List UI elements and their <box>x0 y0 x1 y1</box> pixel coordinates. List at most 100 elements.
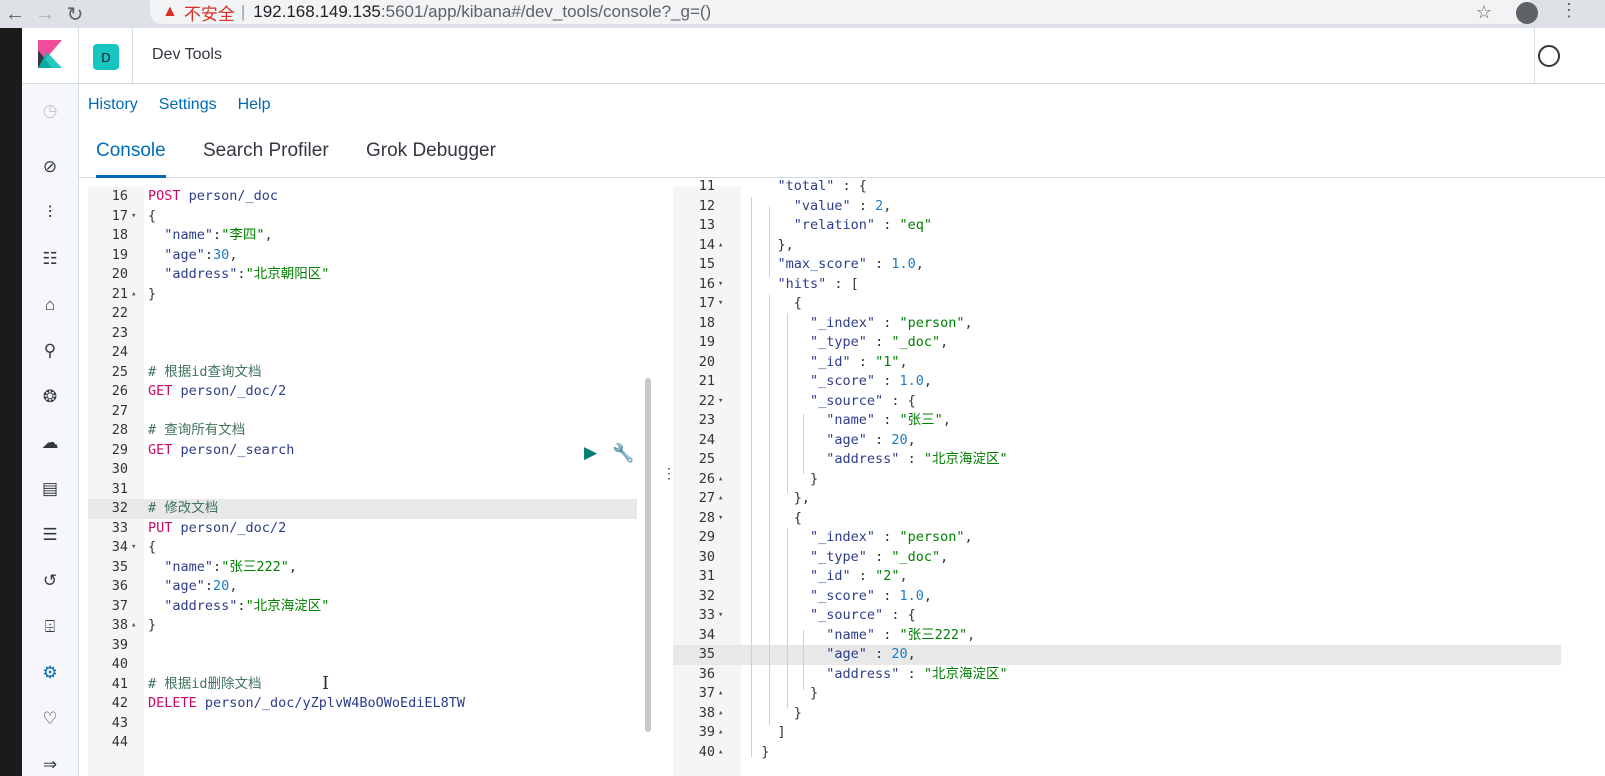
ml-icon[interactable]: ❂ <box>42 387 58 406</box>
code-line[interactable]: 20 "address":"北京朝阳区" <box>88 265 655 285</box>
code-line[interactable]: 21 "_score" : 1.0, <box>673 372 1605 392</box>
code-line[interactable]: 33▾ "_source" : { <box>673 606 1605 626</box>
code-line[interactable]: 35 "age" : 20, <box>673 645 1605 665</box>
editor-scrollbar[interactable] <box>645 378 651 732</box>
menu-history[interactable]: History <box>88 96 138 113</box>
uptime-icon[interactable]: ↺ <box>42 571 58 590</box>
fold-toggle-icon[interactable]: ▾ <box>718 610 724 620</box>
fold-toggle-icon[interactable]: ▴ <box>718 473 724 484</box>
code-line[interactable]: 11 "total" : { <box>673 177 1605 197</box>
code-line[interactable]: 28# 查询所有文档 <box>88 421 655 441</box>
code-line[interactable]: 26▴ } <box>673 470 1605 490</box>
code-line[interactable]: 40 <box>88 655 655 675</box>
fold-toggle-icon[interactable]: ▾ <box>718 512 724 523</box>
profile-icon[interactable] <box>1516 2 1538 24</box>
code-line[interactable]: 39▴ ] <box>673 723 1605 743</box>
code-line[interactable]: 41# 根据id删除文档 <box>88 675 655 695</box>
fold-toggle-icon[interactable]: ▴ <box>718 493 724 503</box>
code-line[interactable]: 22▾ "_source" : { <box>673 392 1605 412</box>
response-output[interactable]: 11 "total" : {12 "value" : 2,13 "relatio… <box>673 178 1605 776</box>
logs-icon[interactable]: ▤ <box>41 479 59 498</box>
browser-menu-icon[interactable]: ⋮ <box>1560 0 1578 20</box>
menu-help[interactable]: Help <box>237 96 271 113</box>
tab-search-profiler[interactable]: Search Profiler <box>203 140 329 161</box>
help-icon[interactable] <box>1538 45 1560 67</box>
code-line[interactable]: 28▾ { <box>673 509 1605 529</box>
canvas-icon[interactable]: ⌂ <box>44 295 56 314</box>
fold-toggle-icon[interactable]: ▴ <box>718 727 724 737</box>
code-line[interactable]: 18 "name":"李四", <box>88 226 655 246</box>
code-line[interactable]: 37▴ } <box>673 684 1605 704</box>
code-line[interactable]: 43 <box>88 714 655 734</box>
clock-icon[interactable]: ◷ <box>42 101 58 120</box>
devtools-icon[interactable]: ⚙ <box>42 663 58 682</box>
fold-toggle-icon[interactable]: ▾ <box>718 395 724 406</box>
code-line[interactable]: 37 "address":"北京海淀区" <box>88 597 655 617</box>
management-icon[interactable]: ⇒ <box>42 755 58 774</box>
fold-toggle-icon[interactable]: ▴ <box>131 288 137 299</box>
code-line[interactable]: 27 <box>88 402 655 422</box>
maps-icon[interactable]: ⚲ <box>43 341 57 360</box>
code-line[interactable]: 25 "address" : "北京海淀区" <box>673 450 1605 470</box>
code-line[interactable]: 44 <box>88 733 655 753</box>
code-line[interactable]: 32 "_score" : 1.0, <box>673 587 1605 607</box>
code-line[interactable]: 19 "age":30, <box>88 246 655 266</box>
kibana-logo-icon[interactable] <box>38 40 62 68</box>
code-line[interactable]: 36 "address" : "北京海淀区" <box>673 665 1605 685</box>
code-line[interactable]: 38▴ } <box>673 704 1605 724</box>
fold-toggle-icon[interactable]: ▾ <box>131 542 137 552</box>
code-line[interactable]: 30 <box>88 460 655 480</box>
siem-icon[interactable]: ⌹ <box>44 617 56 636</box>
code-line[interactable]: 40▴ } <box>673 743 1605 763</box>
tab-grok-debugger[interactable]: Grok Debugger <box>366 140 496 161</box>
code-line[interactable]: 39 <box>88 636 655 656</box>
fold-toggle-icon[interactable]: ▴ <box>718 707 724 718</box>
pane-resizer[interactable] <box>655 187 673 776</box>
code-line[interactable]: 32# 修改文档 <box>88 499 655 519</box>
infrastructure-icon[interactable]: ☁ <box>41 433 59 452</box>
code-line[interactable]: 21▴} <box>88 285 655 305</box>
code-line[interactable]: 15 "max_score" : 1.0, <box>673 255 1605 275</box>
fold-toggle-icon[interactable]: ▾ <box>718 278 724 289</box>
code-line[interactable]: 36 "age":20, <box>88 577 655 597</box>
code-line[interactable]: 35 "name":"张三222", <box>88 558 655 578</box>
code-line[interactable]: 14▴ }, <box>673 236 1605 256</box>
code-line[interactable]: 24 <box>88 343 655 363</box>
apm-icon[interactable]: ☰ <box>42 525 58 544</box>
code-line[interactable]: 34▾{ <box>88 538 655 558</box>
compass-icon[interactable]: ⊘ <box>42 157 58 176</box>
wrench-icon[interactable]: 🔧 <box>612 443 635 463</box>
code-line[interactable]: 24 "age" : 20, <box>673 431 1605 451</box>
code-line[interactable]: 17▾{ <box>88 207 655 227</box>
fold-toggle-icon[interactable]: ▾ <box>718 298 724 308</box>
code-line[interactable]: 27▴ }, <box>673 489 1605 509</box>
bookmark-star-icon[interactable]: ☆ <box>1475 1 1493 22</box>
menu-settings[interactable]: Settings <box>158 96 217 113</box>
send-request-button[interactable]: ▶ <box>584 443 598 462</box>
code-line[interactable]: 25# 根据id查询文档 <box>88 363 655 383</box>
code-line[interactable]: 17▾ { <box>673 294 1605 314</box>
code-line[interactable]: 38▴} <box>88 616 655 636</box>
code-line[interactable]: 13 "relation" : "eq" <box>673 216 1605 236</box>
space-avatar[interactable]: D <box>93 44 119 70</box>
code-line[interactable]: 31 <box>88 480 655 500</box>
code-line[interactable]: 16▾ "hits" : [ <box>673 275 1605 295</box>
monitoring-icon[interactable]: ♡ <box>42 709 58 728</box>
code-line[interactable]: 12 "value" : 2, <box>673 197 1605 217</box>
code-line[interactable]: 19 "_type" : "_doc", <box>673 333 1605 353</box>
code-line[interactable]: 23 "name" : "张三", <box>673 411 1605 431</box>
fold-toggle-icon[interactable]: ▴ <box>718 239 724 250</box>
code-line[interactable]: 30 "_type" : "_doc", <box>673 548 1605 568</box>
back-icon[interactable]: ← <box>5 2 25 25</box>
fold-toggle-icon[interactable]: ▴ <box>718 688 724 698</box>
code-line[interactable]: 34 "name" : "张三222", <box>673 626 1605 646</box>
code-line[interactable]: 31 "_id" : "2", <box>673 567 1605 587</box>
code-line[interactable]: 22 <box>88 304 655 324</box>
fold-toggle-icon[interactable]: ▴ <box>131 620 137 630</box>
